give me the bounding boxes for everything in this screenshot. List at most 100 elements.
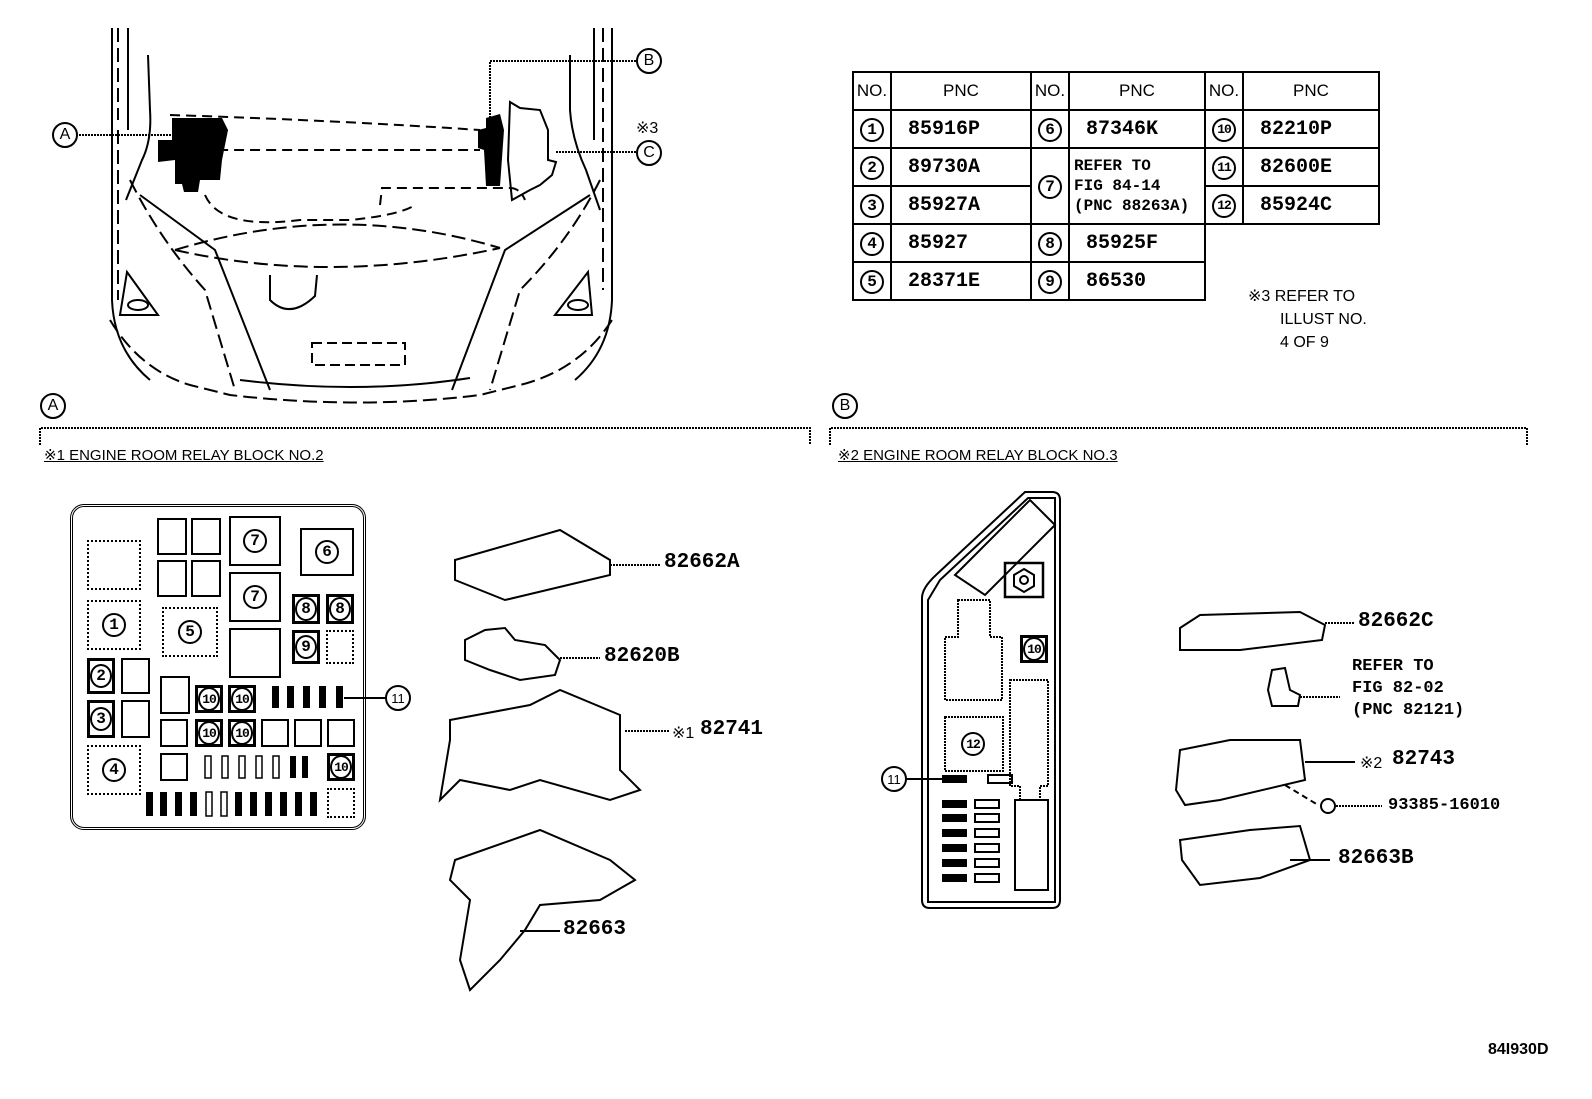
slot-empty[interactable] bbox=[191, 518, 221, 555]
pnc-cell[interactable]: 85916P bbox=[890, 109, 1032, 149]
item-number-badge: 8 bbox=[1038, 231, 1062, 256]
slot-empty[interactable] bbox=[326, 630, 354, 664]
pnc-cell[interactable]: 89730A bbox=[890, 147, 1032, 187]
pnc-cell[interactable]: 28371E bbox=[890, 261, 1032, 301]
note3-line: ILLUST NO. bbox=[1280, 311, 1367, 328]
part-label-82663b[interactable]: 82663B bbox=[1338, 847, 1414, 870]
slot-number: 7 bbox=[243, 585, 267, 609]
part-label-82741[interactable]: 82741 bbox=[700, 718, 764, 741]
section-b-marker-label: B bbox=[839, 397, 851, 414]
slot-number: 10 bbox=[1023, 637, 1045, 661]
pnc-cell[interactable]: 85924C bbox=[1242, 185, 1380, 225]
slot-empty[interactable] bbox=[87, 540, 141, 590]
item-number-badge: 9 bbox=[1038, 269, 1062, 294]
section-a-title: ※1 ENGINE ROOM RELAY BLOCK NO.2 bbox=[44, 447, 324, 464]
slot-empty[interactable] bbox=[327, 719, 355, 747]
callout-c[interactable]: C bbox=[636, 140, 662, 166]
pnc-cell[interactable]: 85925F bbox=[1068, 223, 1206, 263]
part-label-93385-16010[interactable]: 93385-16010 bbox=[1388, 796, 1501, 815]
slot-10[interactable]: 10 bbox=[195, 685, 223, 713]
slot-7[interactable]: 7 bbox=[229, 572, 281, 622]
slot-number: 6 bbox=[315, 540, 339, 564]
table-row: 1 85916P 6 87346K 10 82210P bbox=[852, 109, 1380, 149]
slot-empty[interactable] bbox=[160, 719, 188, 747]
pnc-cell[interactable]: 82210P bbox=[1242, 109, 1380, 149]
section-a-marker: A bbox=[40, 393, 66, 419]
slot-9[interactable]: 9 bbox=[292, 630, 320, 664]
header-pnc-3: PNC bbox=[1242, 71, 1380, 111]
pnc-cell[interactable]: 82600E bbox=[1242, 147, 1380, 187]
relay-block-no2 bbox=[70, 504, 366, 830]
section-b-marker: B bbox=[832, 393, 858, 419]
refer-line: FIG 84-14 bbox=[1074, 177, 1161, 195]
refer-line: REFER TO bbox=[1352, 657, 1434, 676]
slot-empty[interactable] bbox=[157, 518, 187, 555]
callout-b[interactable]: B bbox=[636, 48, 662, 74]
part-label-refer-82121[interactable]: REFER TO FIG 82-02 (PNC 82121) bbox=[1352, 656, 1464, 722]
slot-number: 8 bbox=[329, 597, 351, 621]
refer-line: (PNC 88263A) bbox=[1074, 197, 1190, 215]
slot-number: 5 bbox=[178, 620, 202, 644]
slot-empty[interactable] bbox=[160, 676, 190, 714]
slot-empty[interactable] bbox=[121, 658, 150, 694]
slot-number: 2 bbox=[90, 664, 112, 688]
callout-a[interactable]: A bbox=[52, 122, 78, 148]
item-number-badge: 6 bbox=[1038, 117, 1062, 142]
table-row: 2 89730A 7 REFER TO FIG 84-14 (PNC 88263… bbox=[852, 147, 1380, 225]
pnc-cell-refer[interactable]: REFER TO FIG 84-14 (PNC 88263A) bbox=[1068, 147, 1206, 225]
slot-8[interactable]: 8 bbox=[292, 594, 320, 624]
slot-number: 4 bbox=[102, 758, 126, 782]
item-number-badge: 10 bbox=[1212, 117, 1236, 142]
slot-3[interactable]: 3 bbox=[87, 700, 115, 738]
slot-10[interactable]: 10 bbox=[228, 719, 256, 747]
slot-10[interactable]: 10 bbox=[228, 685, 256, 713]
slot-10[interactable]: 10 bbox=[1020, 635, 1048, 663]
slot-12[interactable]: 12 bbox=[961, 732, 985, 756]
slot-10[interactable]: 10 bbox=[327, 753, 355, 781]
item-number-badge: 5 bbox=[860, 269, 884, 294]
figure-id: 84I930D bbox=[1488, 1041, 1549, 1058]
slot-7[interactable]: 7 bbox=[229, 516, 281, 566]
slot-empty[interactable] bbox=[191, 560, 221, 597]
slot-number: 1 bbox=[102, 613, 126, 637]
slot-number: 3 bbox=[90, 707, 112, 731]
slot-5[interactable]: 5 bbox=[162, 607, 218, 657]
part-label-82743[interactable]: 82743 bbox=[1392, 748, 1456, 771]
pnc-cell[interactable]: 85927 bbox=[890, 223, 1032, 263]
slot-empty[interactable] bbox=[157, 560, 187, 597]
slot-empty[interactable] bbox=[261, 719, 289, 747]
slot-empty[interactable] bbox=[294, 719, 322, 747]
pnc-cell[interactable]: 87346K bbox=[1068, 109, 1206, 149]
part-label-82662c[interactable]: 82662C bbox=[1358, 610, 1434, 633]
callout-a-label: A bbox=[59, 126, 71, 143]
slot-10[interactable]: 10 bbox=[195, 719, 223, 747]
slot-4[interactable]: 4 bbox=[87, 745, 141, 795]
pnc-cell[interactable]: 86530 bbox=[1068, 261, 1206, 301]
item-number-badge: 4 bbox=[860, 231, 884, 256]
slot-empty[interactable] bbox=[121, 700, 150, 738]
refer-line: FIG 82-02 bbox=[1352, 679, 1444, 698]
table-header-row: NO. PNC NO. PNC NO. PNC bbox=[852, 71, 1380, 111]
slot-empty[interactable] bbox=[160, 753, 188, 781]
slot-empty[interactable] bbox=[327, 788, 355, 818]
part-prefix: ※1 bbox=[672, 725, 695, 742]
item-number-badge: 7 bbox=[1038, 174, 1062, 199]
slot-number: 7 bbox=[243, 529, 267, 553]
part-label-82662a[interactable]: 82662A bbox=[664, 551, 740, 574]
callout-11: 11 bbox=[385, 685, 411, 711]
refer-line: (PNC 82121) bbox=[1352, 701, 1465, 720]
item-number-badge: 11 bbox=[1212, 155, 1236, 180]
part-label-82620b[interactable]: 82620B bbox=[604, 645, 680, 668]
callout-c-label: C bbox=[643, 144, 655, 161]
slot-1[interactable]: 1 bbox=[87, 600, 141, 650]
slot-empty[interactable] bbox=[229, 628, 281, 678]
table-row: 4 85927 8 85925F bbox=[852, 223, 1379, 263]
slot-number: 8 bbox=[295, 597, 317, 621]
slot-2[interactable]: 2 bbox=[87, 658, 115, 694]
slot-8[interactable]: 8 bbox=[326, 594, 354, 624]
slot-6[interactable]: 6 bbox=[300, 528, 354, 576]
refer-line: REFER TO bbox=[1074, 157, 1151, 175]
part-label-82663[interactable]: 82663 bbox=[563, 918, 627, 941]
pnc-cell[interactable]: 85927A bbox=[890, 185, 1032, 225]
